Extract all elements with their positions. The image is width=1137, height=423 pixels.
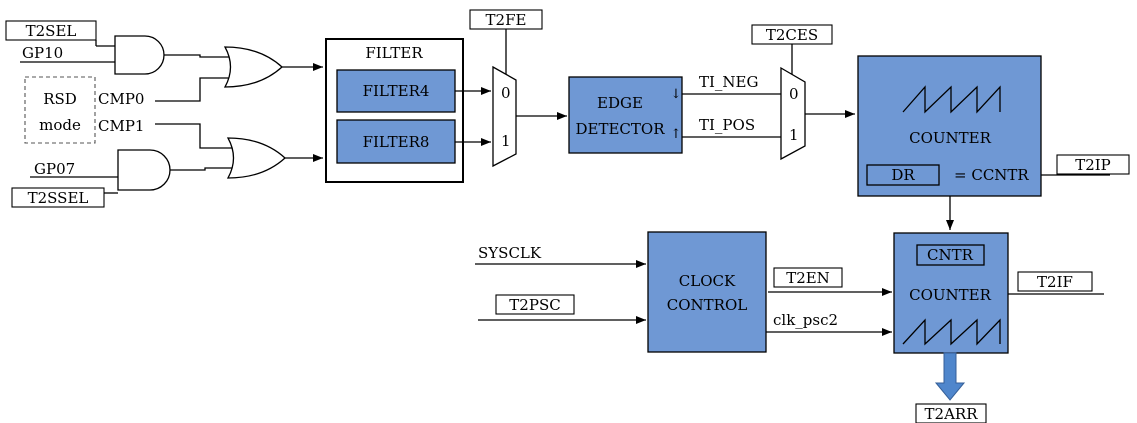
t2en-label: T2EN — [786, 269, 830, 287]
filter-title: FILTER — [365, 44, 423, 62]
t2ces-label: T2CES — [766, 26, 818, 44]
sawtooth-icon-main — [902, 318, 1001, 346]
filter-mux — [492, 65, 517, 168]
gp07-label: GP07 — [34, 160, 75, 178]
filter-mux-in1: 1 — [501, 132, 511, 150]
edge-label-line1: EDGE — [597, 94, 643, 112]
rising-edge-icon: ↑ — [671, 127, 682, 142]
edge-mux-in0: 0 — [789, 85, 799, 103]
t2sel-label: T2SEL — [26, 22, 77, 40]
wire-and-bottom-to-or — [170, 167, 232, 171]
and-gate-top — [114, 35, 165, 75]
clock-control-block — [647, 231, 767, 353]
t2if-label: T2IF — [1037, 273, 1073, 291]
filter4-label: FILTER4 — [363, 82, 430, 100]
clk-psc2-label: clk_psc2 — [773, 311, 838, 329]
falling-edge-icon: ↓ — [671, 87, 682, 102]
t2psc-label-box — [495, 294, 575, 315]
t2en-label-box — [773, 267, 843, 288]
t2sel-label-box — [5, 20, 97, 41]
edge-mux — [780, 66, 806, 161]
cmp1-label: CMP1 — [98, 117, 144, 135]
ti-neg-label: TI_NEG — [699, 73, 759, 91]
t2if-label-box — [1017, 271, 1093, 292]
sawtooth-icon-capture — [902, 85, 1001, 114]
or-gate-bottom — [226, 137, 286, 179]
filter8-label: FILTER8 — [363, 133, 430, 151]
mode-label: mode — [39, 116, 81, 134]
clock-label-line1: CLOCK — [679, 272, 736, 290]
main-counter-label: COUNTER — [909, 286, 991, 304]
t2arr-label: T2ARR — [925, 405, 979, 423]
wire-cmp0-to-or — [155, 77, 229, 102]
t2fe-label: T2FE — [486, 11, 527, 29]
cntr-register-label: CNTR — [927, 246, 974, 264]
t2ip-label-box — [1056, 154, 1130, 175]
wire-cmp1-to-or — [155, 123, 232, 149]
and-gate-bottom — [117, 149, 171, 191]
edge-mux-in1: 1 — [789, 126, 799, 144]
sysclk-label: SYSCLK — [478, 244, 542, 262]
dr-register-box — [866, 164, 940, 186]
ccntr-equation: = CCNTR — [954, 166, 1029, 184]
filter-mux-in0: 0 — [501, 84, 511, 102]
ti-pos-label: TI_POS — [699, 116, 755, 134]
rsd-mode-box — [24, 76, 96, 144]
cntr-register-box — [916, 244, 985, 266]
edge-label-line2: DETECTOR — [575, 120, 665, 138]
down-arrow-icon — [934, 352, 966, 401]
t2arr-label-box — [915, 403, 987, 423]
t2ip-label: T2IP — [1075, 156, 1111, 174]
dr-register-label: DR — [891, 166, 915, 184]
t2psc-label: T2PSC — [509, 296, 560, 314]
or-gate-top — [223, 46, 283, 88]
gp10-label: GP10 — [22, 44, 63, 62]
rsd-label: RSD — [43, 90, 77, 108]
edge-detector-block — [568, 76, 683, 154]
t2ssel-label: T2SSEL — [28, 189, 89, 207]
t2ssel-label-box — [11, 187, 105, 208]
wire-and-top-to-or — [164, 54, 229, 58]
clock-label-line2: CONTROL — [667, 296, 747, 314]
cmp0-label: CMP0 — [98, 90, 144, 108]
filter8-block — [336, 119, 456, 164]
capture-counter-label: COUNTER — [909, 129, 991, 147]
